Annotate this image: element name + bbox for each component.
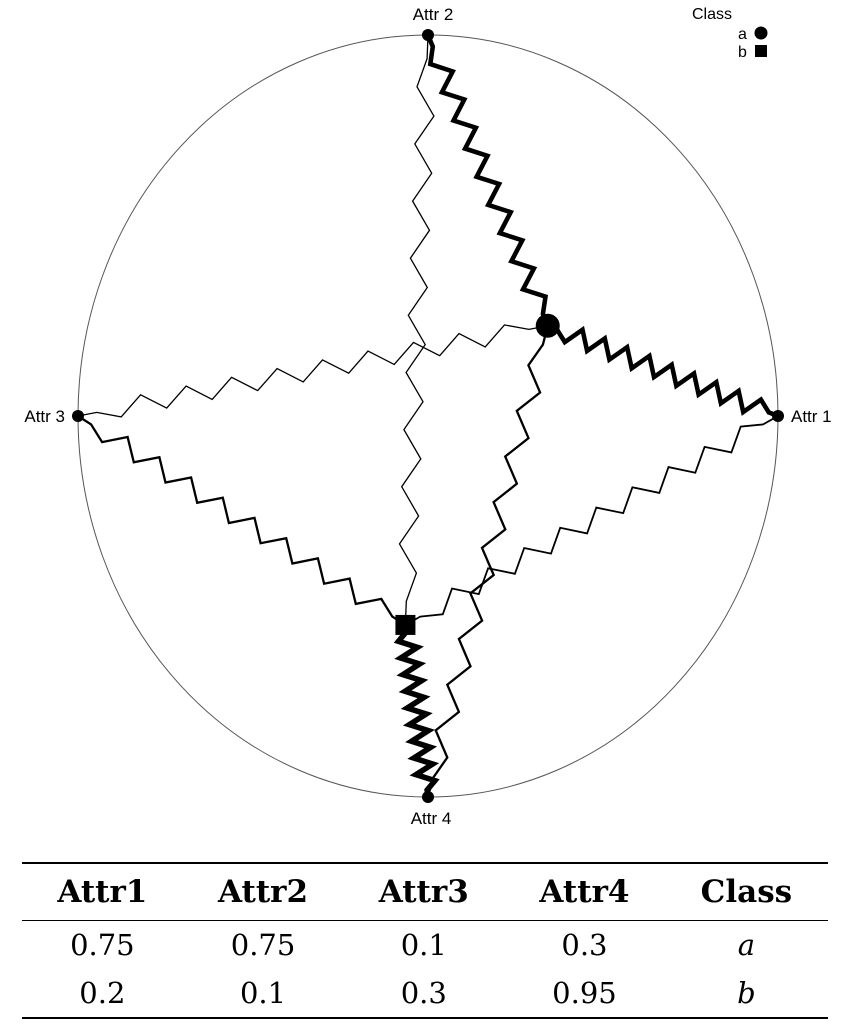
table-cell: 0.75: [70, 928, 135, 962]
header-attr3: Attr3: [378, 874, 469, 910]
anchor-point: [422, 29, 434, 41]
spring-b-attr-2: [398, 34, 435, 625]
table-header-row: Attr1 Attr2 Attr3 Attr4 Class: [22, 863, 828, 921]
header-attr2: Attr2: [218, 874, 309, 910]
table-cell: 0.3: [400, 976, 447, 1010]
anchor-label: Attr 1: [791, 407, 832, 426]
anchor-point: [422, 791, 434, 803]
spring-b-attr-1: [404, 415, 779, 626]
table-cell-class: b: [737, 976, 756, 1010]
anchor-attr-4: Attr 4: [411, 791, 452, 828]
data-table: Attr1 Attr2 Attr3 Attr4 Class 0.75 0.75 …: [22, 862, 828, 1019]
point-class-a: [535, 313, 560, 338]
anchor-point: [72, 410, 84, 422]
anchor-point: [772, 410, 784, 422]
legend-label-b: b: [738, 44, 747, 61]
header-class: Class: [700, 874, 793, 910]
point-class-b: [395, 614, 416, 635]
anchor-label: Attr 4: [411, 809, 452, 828]
table-row: 0.2 0.1 0.3 0.95 b: [22, 969, 828, 1018]
spring-a-attr-3: [77, 324, 548, 418]
radviz-diagram: Attr 1 Attr 2 Attr 3 Attr 4 Class a b: [24, 5, 832, 828]
header-attr4: Attr4: [539, 874, 630, 910]
anchor-attr-3: Attr 3: [24, 407, 84, 426]
anchor-attr-1: Attr 1: [772, 407, 832, 426]
anchor-attr-2: Attr 2: [413, 5, 454, 41]
table-cell: 0.2: [79, 976, 126, 1010]
table-cell: 0.75: [230, 928, 296, 962]
spring-a-attr-1: [546, 323, 779, 419]
table-cell: 0.95: [552, 976, 617, 1010]
legend-square-icon: [755, 45, 767, 57]
spring-a-attr-4: [426, 325, 549, 798]
legend-circle-icon: [754, 26, 768, 40]
table-cell: 0.1: [239, 976, 287, 1010]
legend: Class a b: [692, 6, 768, 61]
projected-points: [395, 313, 560, 635]
spring-b-attr-4: [393, 624, 440, 798]
header-attr1: Attr1: [57, 874, 148, 910]
spring-a-attr-2: [425, 34, 550, 327]
table-row: 0.75 0.75 0.1 0.3 a: [22, 921, 828, 970]
legend-title: Class: [692, 6, 732, 23]
unit-circle: [77, 34, 779, 798]
anchor-label: Attr 3: [24, 407, 65, 426]
table-cell: 0.1: [400, 928, 447, 962]
legend-label-a: a: [738, 26, 747, 43]
table-cell-class: a: [737, 928, 756, 962]
spring-b-attr-3: [77, 415, 407, 626]
springs: [77, 34, 779, 798]
table-cell: 0.3: [561, 928, 608, 962]
anchor-label: Attr 2: [413, 5, 454, 24]
